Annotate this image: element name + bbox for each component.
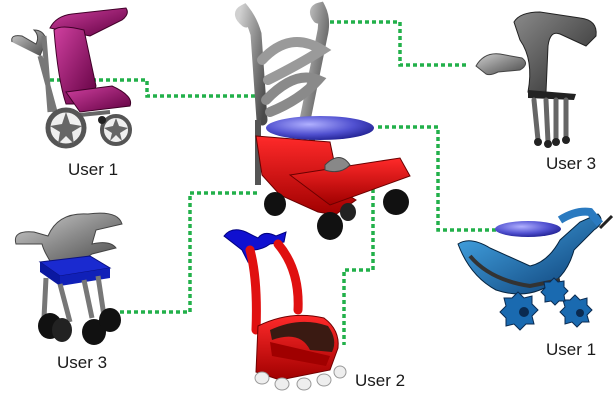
label-bottom-left: User 3 — [57, 353, 108, 372]
label-top-right: User 3 — [546, 154, 597, 173]
connector-top-left — [50, 78, 262, 98]
connector-top-right — [330, 20, 468, 67]
connector-bottom-middle — [342, 182, 375, 345]
connector-bottom-right — [378, 125, 500, 232]
label-bottom-middle: User 2 — [355, 371, 406, 390]
purple-wheelchair-icon — [11, 7, 132, 149]
connector-bottom-left — [120, 191, 260, 314]
center-walker-icon — [235, 1, 411, 240]
gray-armrest-frame-icon — [475, 11, 597, 148]
blue-gear-frame-icon — [457, 207, 613, 331]
label-top-left: User 1 — [68, 160, 119, 179]
red-seat-walker-icon — [223, 229, 347, 391]
label-bottom-right: User 1 — [546, 340, 597, 359]
blue-seat-walker-icon — [14, 212, 123, 345]
connectors — [50, 20, 500, 345]
